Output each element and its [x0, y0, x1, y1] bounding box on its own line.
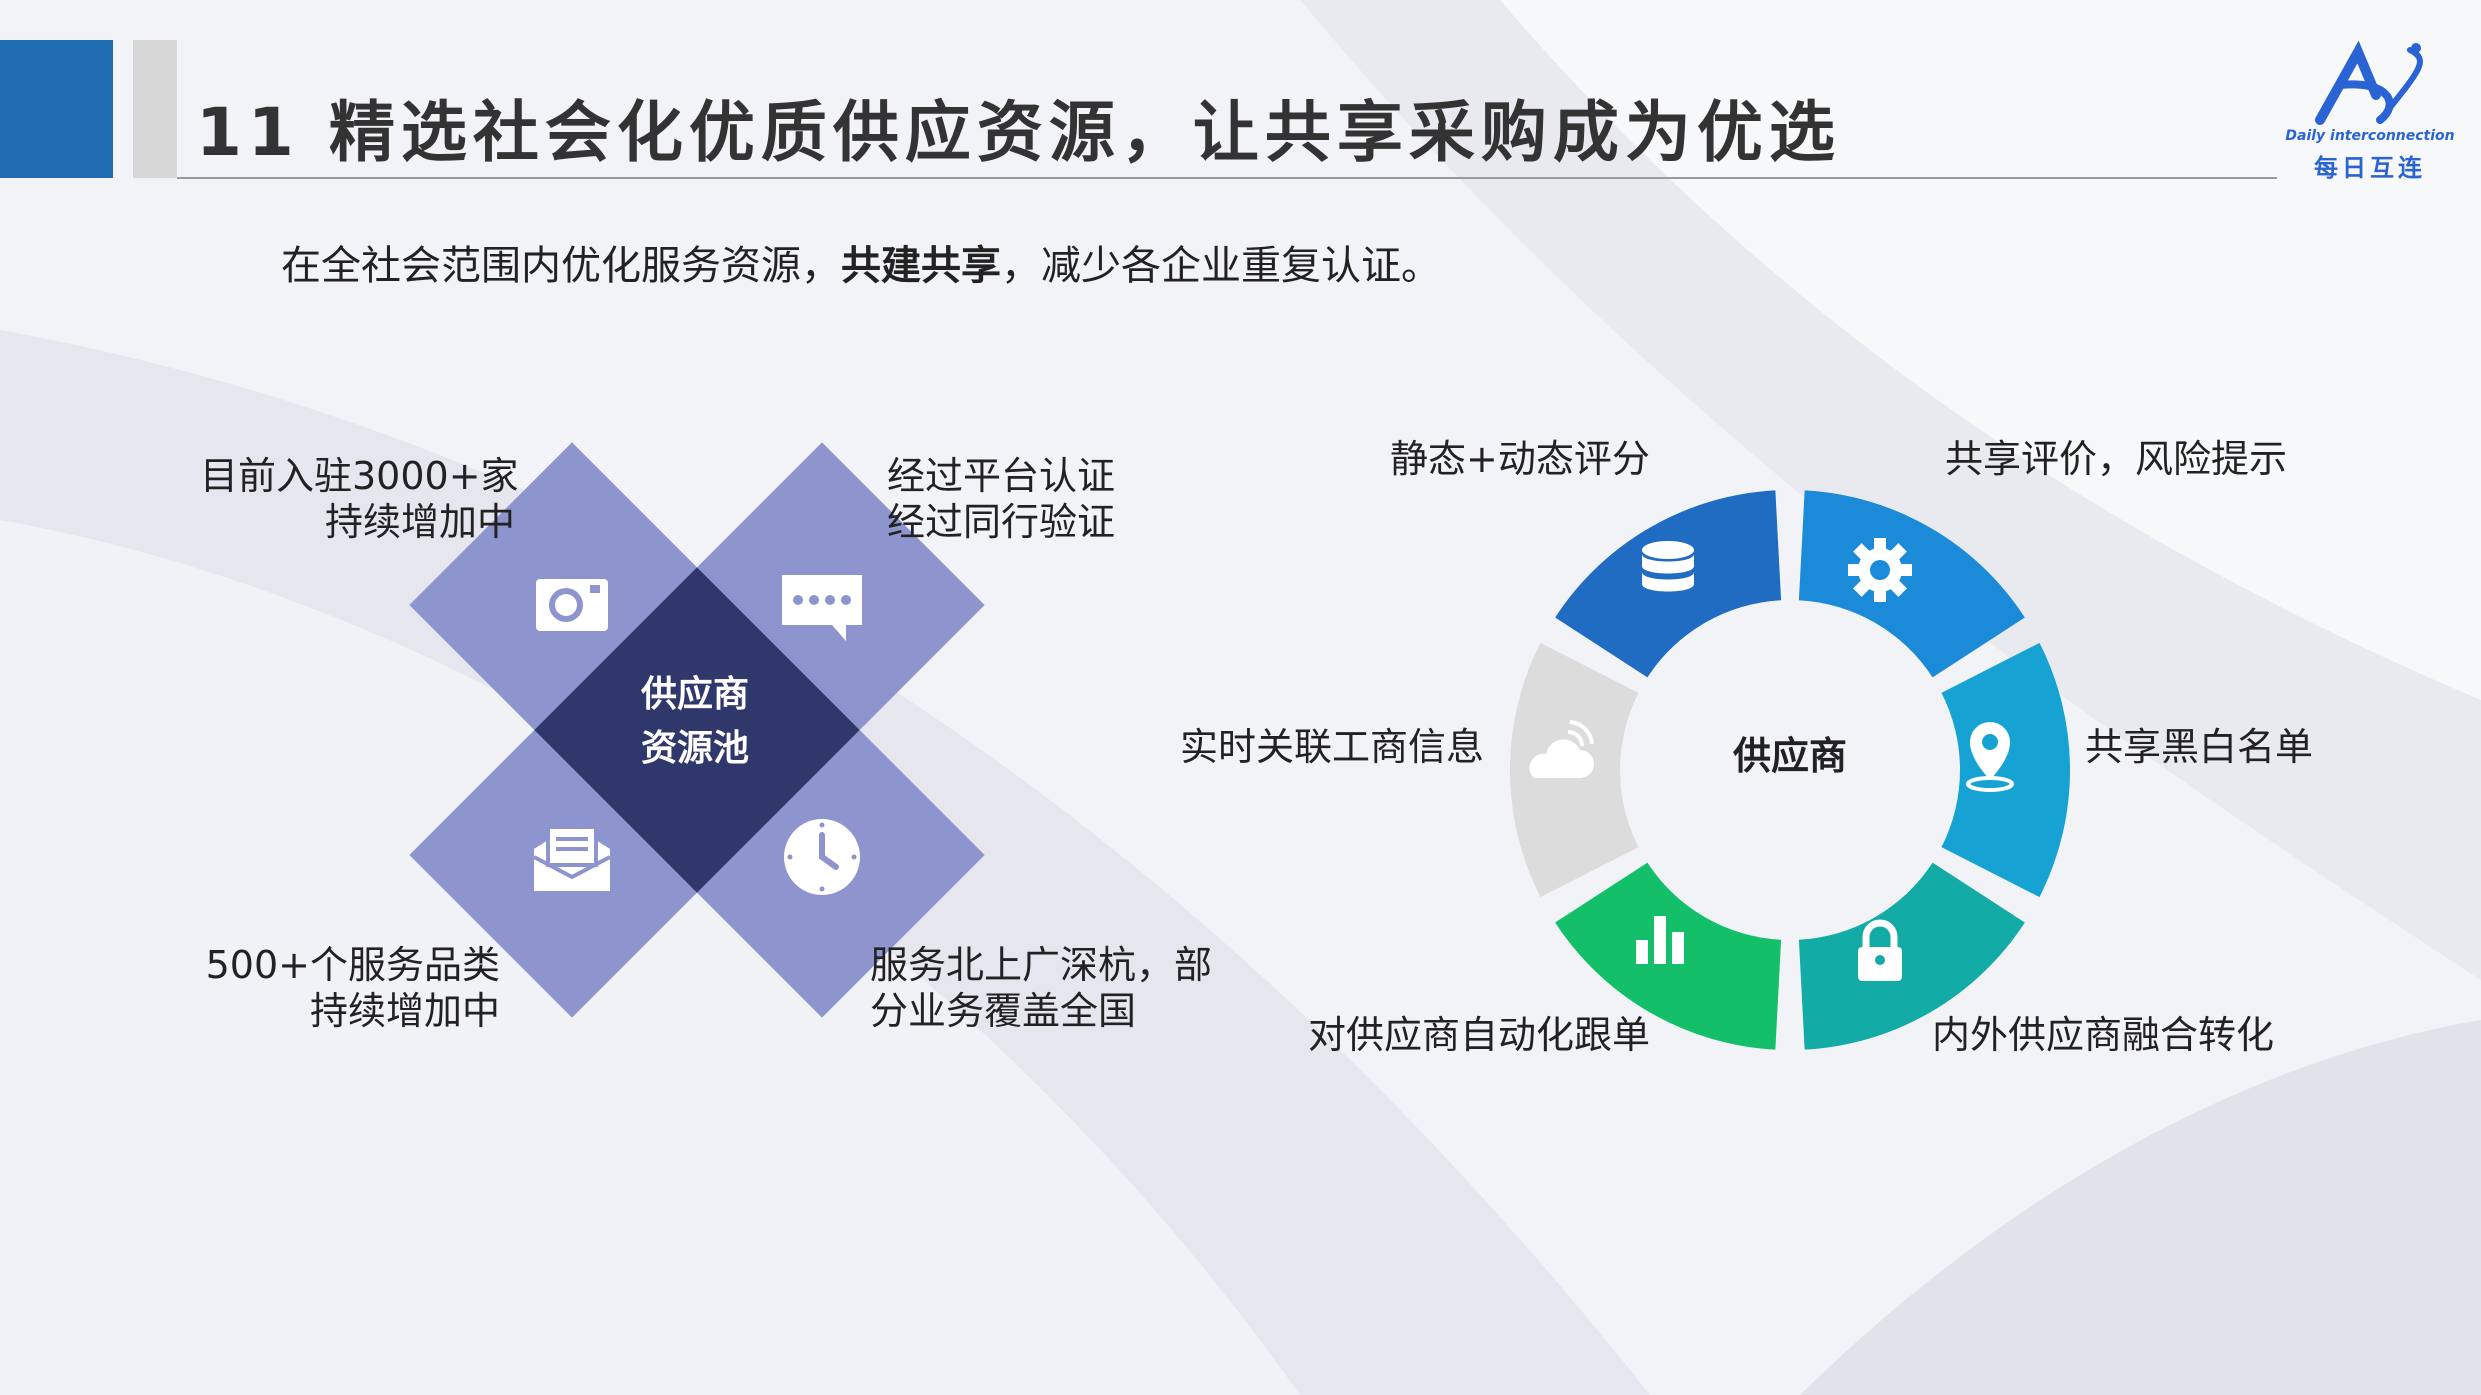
- title-accent-bar: [0, 40, 113, 178]
- title-underline: [177, 177, 2277, 179]
- supplier-ring: [1510, 490, 2070, 1050]
- brand-logo: [2315, 40, 2423, 125]
- camera-icon: [536, 579, 608, 631]
- segment-label-score: 静态+动态评分: [1390, 437, 1650, 481]
- label-top-left-line2: 持续增加中: [324, 500, 515, 544]
- location-pin-icon: [1966, 722, 2014, 792]
- ring-segment-review: [1798, 490, 2025, 678]
- cloud-icon: [1529, 720, 1594, 778]
- label-bottom-right-line2: 分业务覆盖全国: [870, 989, 1137, 1033]
- ring-center-label: 供应商: [1732, 734, 1847, 778]
- label-top-right: 经过平台认证 经过同行验证: [887, 453, 1115, 545]
- subtitle-text: 在全社会范围内优化服务资源，: [281, 243, 841, 289]
- segment-label-business-info: 实时关联工商信息: [1180, 725, 1485, 769]
- label-top-right-line2: 经过同行验证: [887, 500, 1116, 544]
- chat-bubble-icon: [782, 575, 862, 641]
- segment-label-tracking: 对供应商自动化跟单: [1308, 1013, 1651, 1057]
- logo-text-cn: 每日互连: [2314, 154, 2426, 182]
- label-bottom-left-line2: 持续增加中: [309, 989, 500, 1033]
- label-bottom-left-line1: 500+个服务品类: [205, 943, 500, 987]
- logo-text-en: Daily interconnection: [2285, 128, 2455, 144]
- page-title: 11 精选社会化优质供应资源，让共享采购成为优选: [196, 94, 1841, 171]
- bar-chart-icon: [1636, 916, 1684, 964]
- segment-label-merge: 内外供应商融合转化: [1932, 1013, 2275, 1057]
- ring-segment-tracking: [1555, 862, 1782, 1050]
- label-top-left-line1: 目前入驻3000+家: [200, 454, 519, 498]
- resource-pool-line1: 供应商: [640, 674, 749, 715]
- segment-label-blacklist: 共享黑白名单: [2085, 725, 2314, 769]
- ring-segment-blacklist: [1941, 642, 2070, 898]
- label-top-right-line1: 经过平台认证: [887, 454, 1116, 498]
- gear-icon: [1848, 538, 1912, 602]
- database-icon: [1642, 541, 1694, 592]
- ring-segment-merge: [1798, 862, 2025, 1050]
- subtitle-text-after: ，减少各企业重复认证。: [1001, 243, 1441, 289]
- label-bottom-right-line1: 服务北上广深杭，部: [870, 943, 1213, 987]
- subtitle-bold: 共建共享: [841, 243, 1001, 289]
- resource-pool-line2: 资源池: [640, 728, 749, 769]
- mail-inbox-icon: [533, 825, 611, 891]
- segment-label-shared-review: 共享评价，风险提示: [1945, 437, 2288, 481]
- subtitle: 在全社会范围内优化服务资源，共建共享，减少各企业重复认证。: [281, 238, 1441, 294]
- lock-icon: [1858, 919, 1902, 981]
- label-bottom-right: 服务北上广深杭，部 分业务覆盖全国: [870, 942, 1212, 1034]
- title-accent-grey: [133, 40, 177, 178]
- label-top-left: 目前入驻3000+家 持续增加中: [200, 453, 519, 545]
- label-bottom-left: 500+个服务品类 持续增加中: [200, 942, 500, 1034]
- resource-pool-label: 供应商 资源池: [560, 668, 830, 776]
- clock-icon: [784, 819, 860, 895]
